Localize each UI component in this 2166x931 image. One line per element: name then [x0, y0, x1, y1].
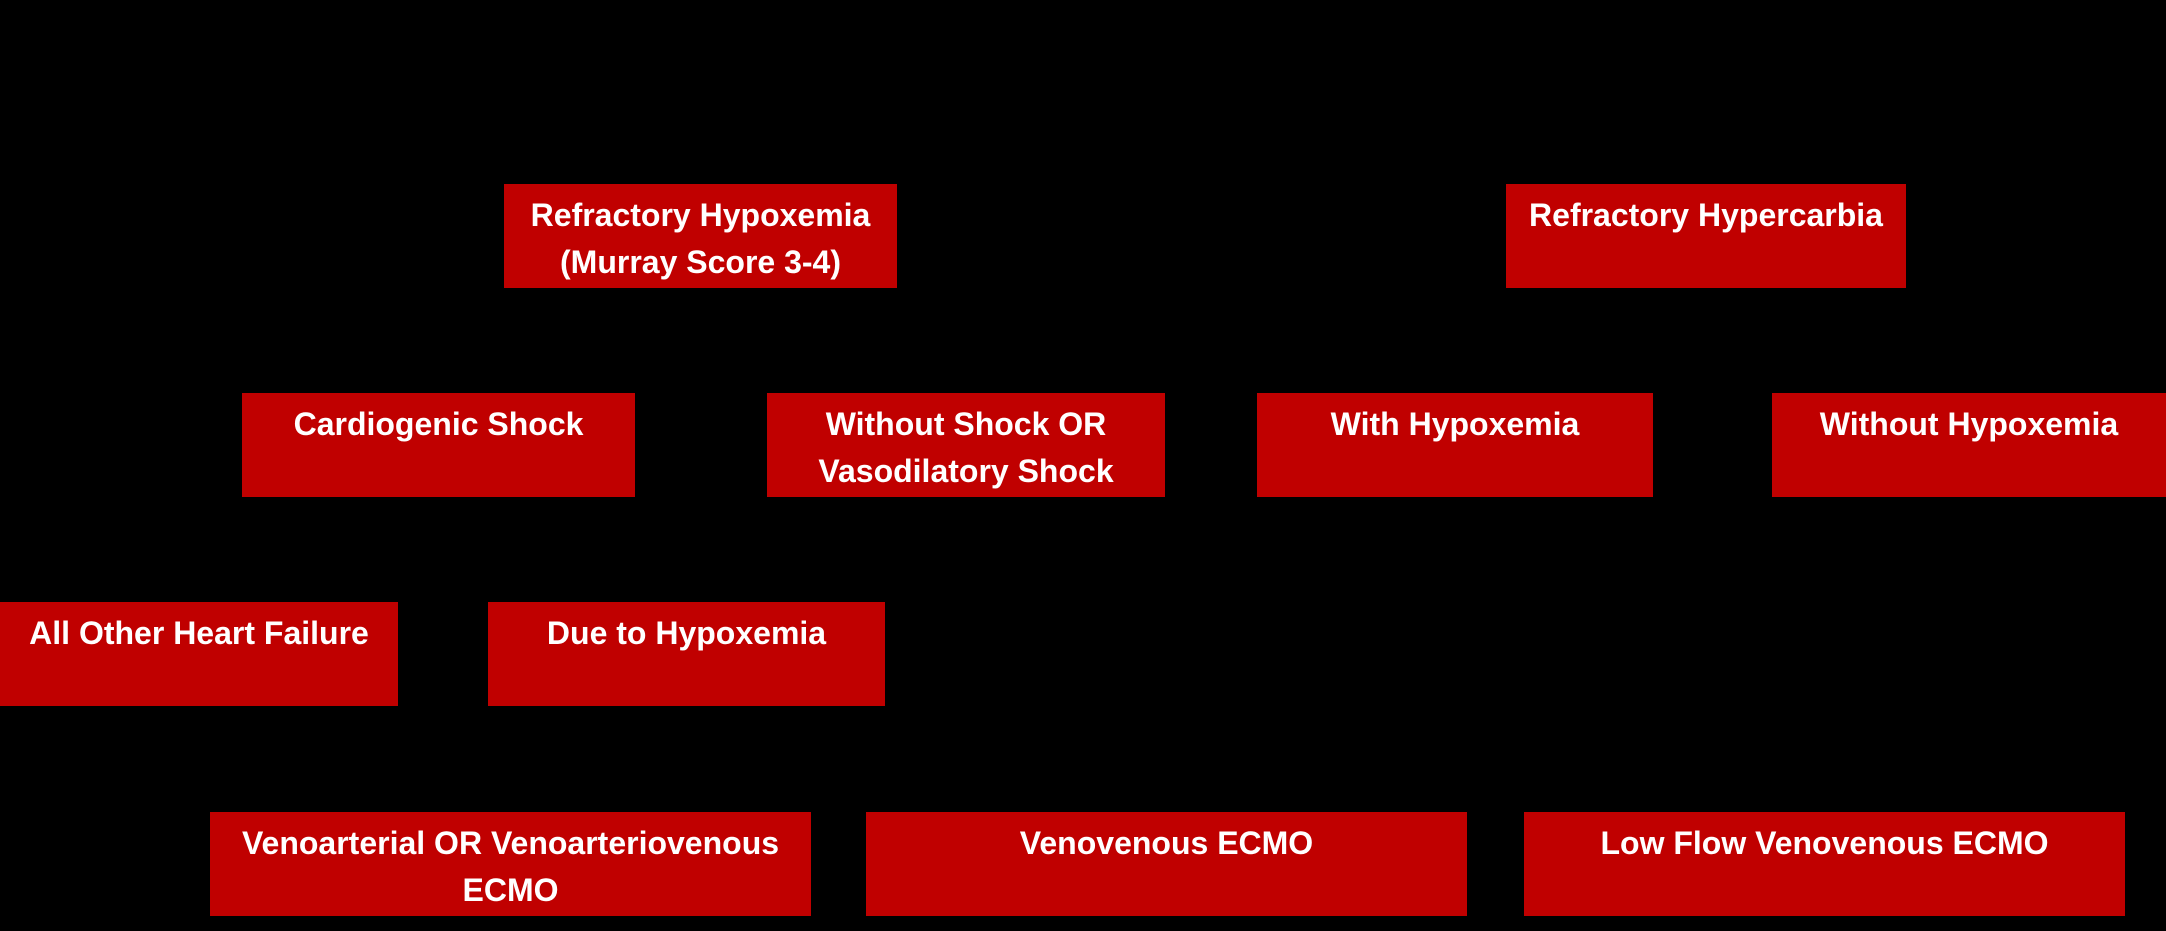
- node-venoarterial-or-venoarteriovenous-ecmo: Venoarterial OR Venoarteriovenous ECMO: [210, 812, 811, 916]
- node-without-hypoxemia: Without Hypoxemia: [1772, 393, 2166, 497]
- node-with-hypoxemia: With Hypoxemia: [1257, 393, 1653, 497]
- node-low-flow-venovenous-ecmo: Low Flow Venovenous ECMO: [1524, 812, 2125, 916]
- node-without-shock-or-vasodilatory-shock: Without Shock OR Vasodilatory Shock: [767, 393, 1165, 497]
- node-due-to-hypoxemia: Due to Hypoxemia: [488, 602, 885, 706]
- node-cardiogenic-shock: Cardiogenic Shock: [242, 393, 635, 497]
- node-venovenous-ecmo: Venovenous ECMO: [866, 812, 1467, 916]
- node-refractory-hypoxemia: Refractory Hypoxemia (Murray Score 3-4): [504, 184, 897, 288]
- node-all-other-heart-failure: All Other Heart Failure: [0, 602, 398, 706]
- node-refractory-hypercarbia: Refractory Hypercarbia: [1506, 184, 1906, 288]
